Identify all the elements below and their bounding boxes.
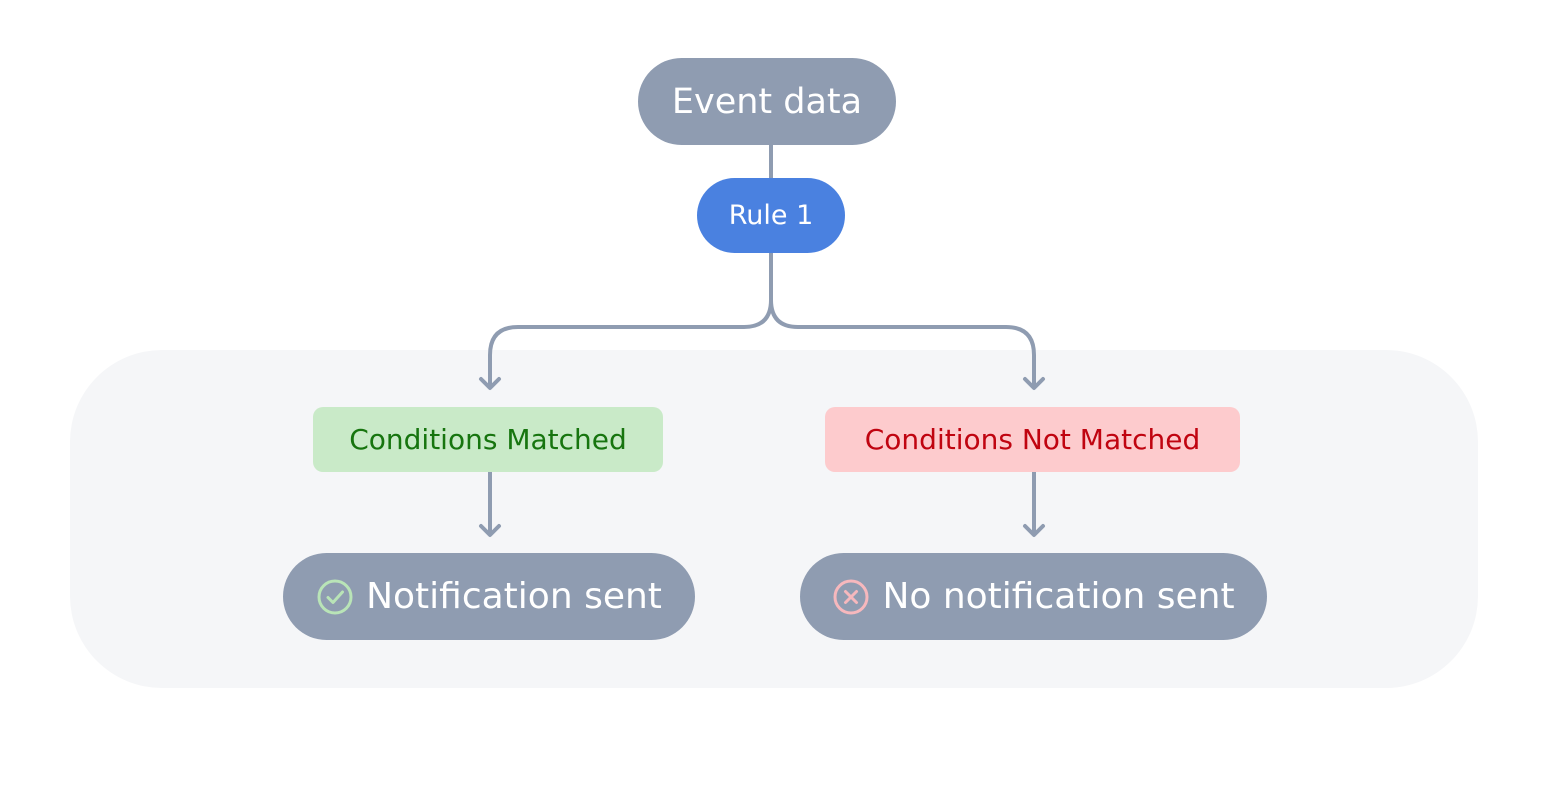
connector-rule-not-matched	[769, 298, 1036, 388]
conditions-not-matched-tag: Conditions Not Matched	[825, 407, 1240, 472]
notification-sent-label: Notification sent	[366, 576, 662, 617]
conditions-matched-label: Conditions Matched	[349, 423, 627, 456]
conditions-matched-tag: Conditions Matched	[313, 407, 663, 472]
x-circle-icon	[832, 578, 870, 616]
arrowhead-not-sent	[1023, 524, 1045, 537]
no-notification-sent-node: No notification sent	[800, 553, 1267, 640]
rule-node: Rule 1	[697, 178, 845, 253]
arrowhead-sent	[479, 524, 501, 537]
no-notification-sent-label: No notification sent	[882, 576, 1235, 617]
event-data-label: Event data	[671, 81, 863, 122]
event-data-node: Event data	[638, 58, 896, 145]
connector-rule-matched	[488, 251, 773, 388]
notification-sent-node: Notification sent	[283, 553, 695, 640]
conditions-not-matched-label: Conditions Not Matched	[864, 423, 1201, 456]
arrowhead-not-matched	[1023, 377, 1045, 390]
arrowhead-matched	[479, 377, 501, 390]
check-circle-icon	[316, 578, 354, 616]
rule-label: Rule 1	[728, 200, 814, 231]
